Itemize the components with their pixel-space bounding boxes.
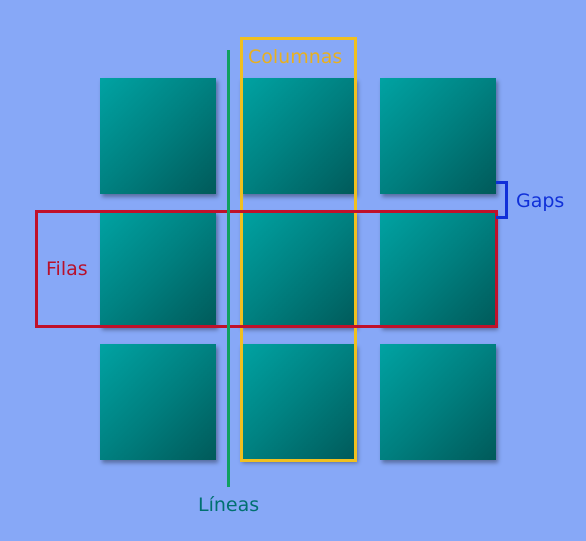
grid-cell — [380, 211, 496, 327]
grid-cell — [380, 344, 496, 460]
columns-label: Columnas — [248, 46, 343, 68]
grid-cell — [100, 78, 216, 194]
grid-cell — [100, 344, 216, 460]
grid-cell — [240, 344, 356, 460]
lines-label: Líneas — [198, 494, 260, 516]
rows-label: Filas — [46, 258, 88, 280]
grid-cell — [380, 78, 496, 194]
grid-line-marker — [227, 50, 230, 487]
grid-cell — [240, 78, 356, 194]
grid-cell — [240, 211, 356, 327]
gap-bracket — [496, 181, 508, 219]
grid-cell — [100, 211, 216, 327]
gaps-label: Gaps — [516, 190, 565, 212]
